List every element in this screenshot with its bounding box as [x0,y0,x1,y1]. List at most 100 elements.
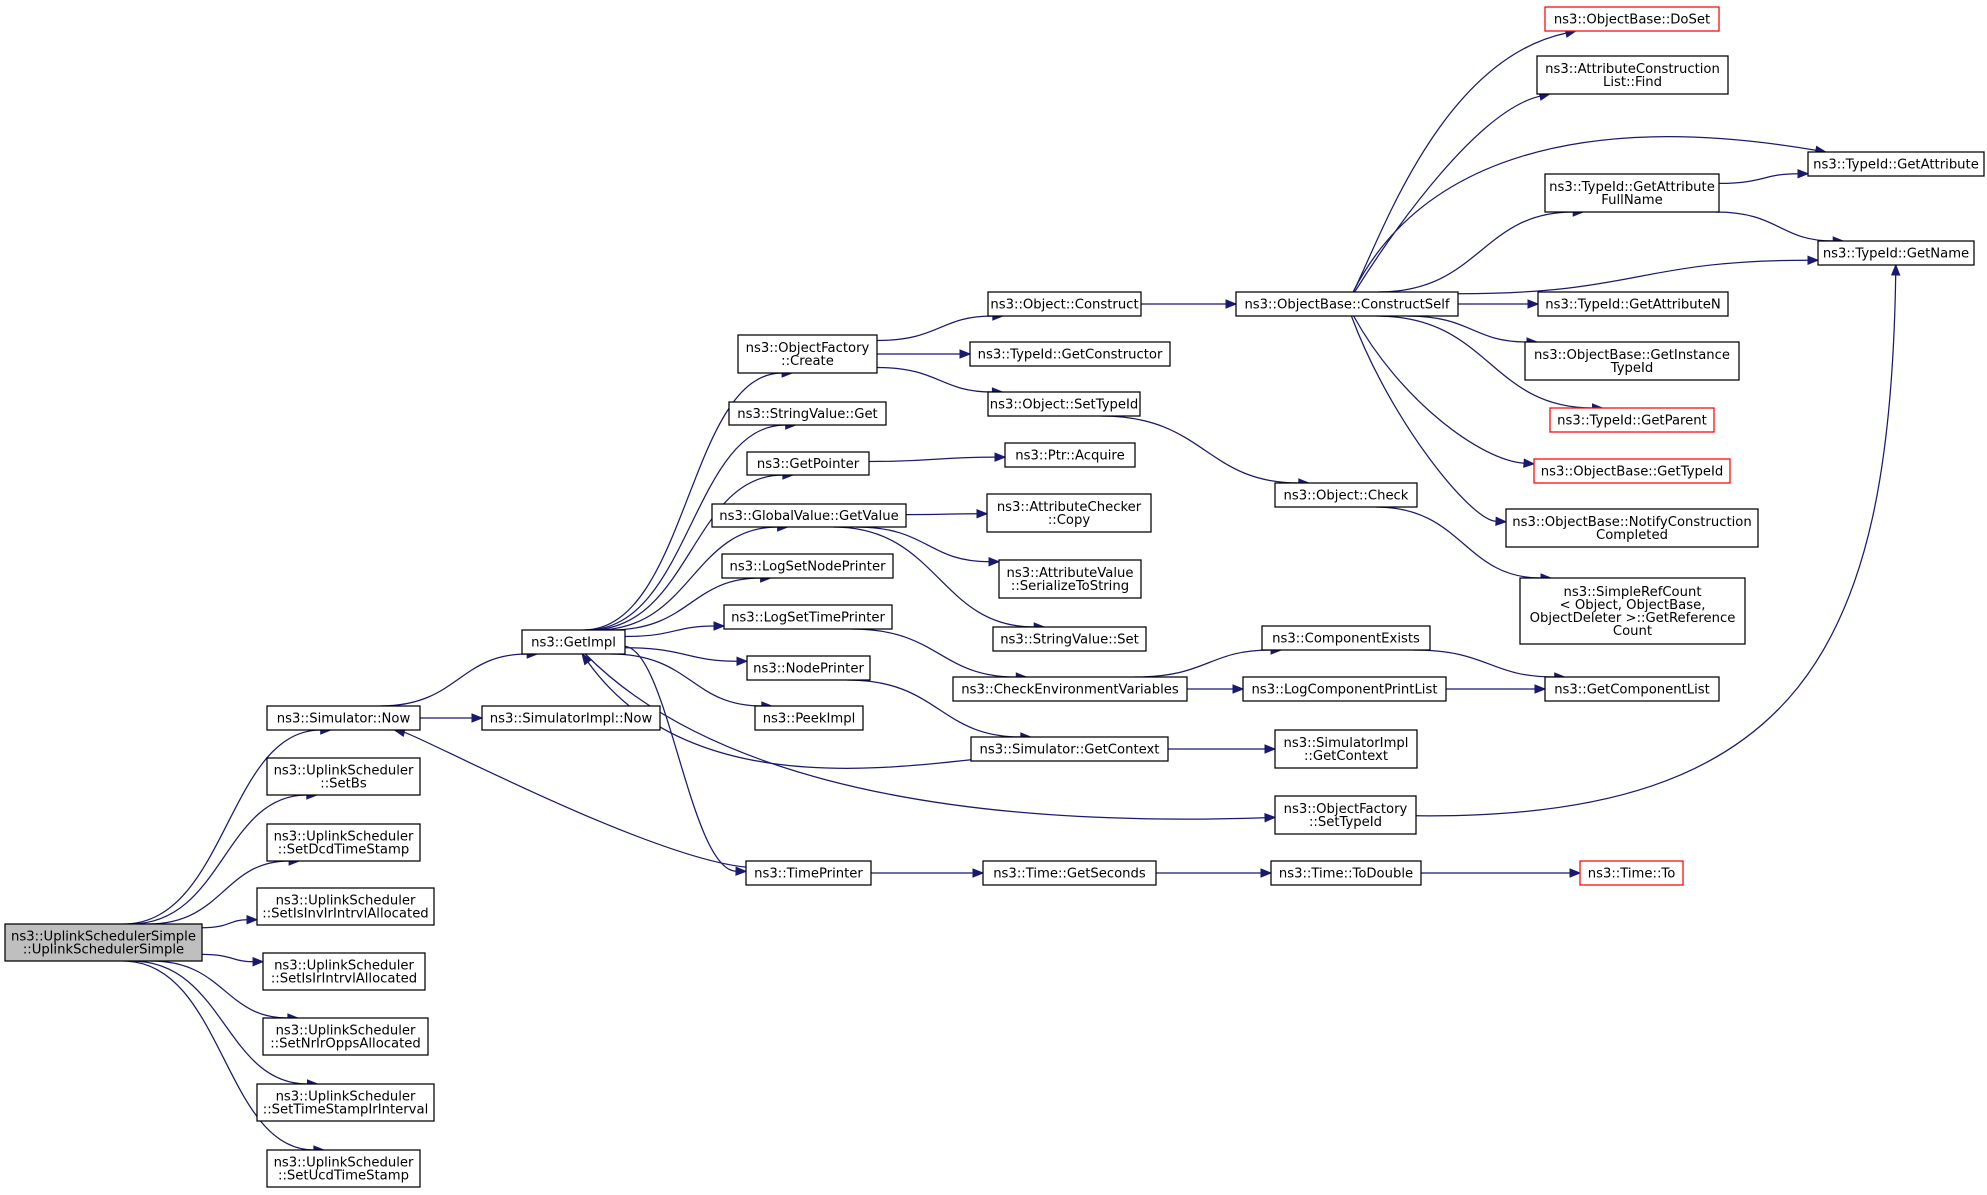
node-objSetTid[interactable]: ns3::Object::SetTypeId [987,391,1141,417]
node-getCompList[interactable]: ns3::GetComponentList [1544,676,1720,702]
node-objFactSetTid[interactable]: ns3::ObjectFactory::SetTypeId [1274,795,1417,835]
node-getImpl[interactable]: ns3::GetImpl [521,629,626,655]
node-label-line: ns3::UplinkScheduler [276,1090,416,1105]
node-label-line: ns3::Object::Check [1284,489,1409,504]
node-simImplNow[interactable]: ns3::SimulatorImpl::Now [481,705,661,731]
node-setBs[interactable]: ns3::UplinkScheduler::SetBs [266,757,421,796]
node-setDcd[interactable]: ns3::UplinkScheduler::SetDcdTimeStamp [266,823,421,862]
node-setTsIr[interactable]: ns3::UplinkScheduler::SetTimeStampIrInte… [256,1083,435,1122]
edge-root-to-setIsIr [201,953,265,967]
arrowhead [736,656,749,666]
node-tidGetName[interactable]: ns3::TypeId::GetName [1817,240,1975,266]
edge-line [624,625,715,638]
node-box [970,736,1169,762]
edge-line [1354,95,1541,293]
node-box [266,705,421,731]
node-label-line: < Object, ObjectBase, [1560,598,1706,613]
node-setUcd[interactable]: ns3::UplinkScheduler::SetUcdTimeStamp [266,1149,421,1188]
edge-line [379,653,528,707]
edge-line [876,315,993,342]
node-simImplGetCtx[interactable]: ns3::SimulatorImpl::GetContext [1274,729,1418,769]
arrowhead [1264,744,1277,754]
node-box [969,341,1171,367]
node-box [987,291,1142,317]
node-box [982,860,1157,886]
node-label-line: ns3::UplinkScheduler [276,894,416,909]
node-box [711,503,907,528]
node-label-line: ::Copy [1048,513,1091,528]
node-timeGetSec[interactable]: ns3::Time::GetSeconds [982,860,1157,886]
arrowhead [959,349,972,359]
node-tidGetAttrN[interactable]: ns3::TypeId::GetAttributeN [1537,291,1729,317]
node-label-line: ns3::TypeId::GetParent [1557,414,1707,429]
node-compExists[interactable]: ns3::ComponentExists [1261,625,1431,651]
edge-line [131,960,308,1085]
node-label-line: ::SetDcdTimeStamp [278,843,409,858]
node-simNow[interactable]: ns3::Simulator::Now [266,705,421,731]
arrowhead [1232,684,1245,694]
node-logSetNode[interactable]: ns3::LogSetNodePrinter [721,553,894,579]
arrowhead [1225,299,1238,309]
node-simpleRef[interactable]: ns3::SimpleRefCount< Object, ObjectBase,… [1519,577,1746,645]
node-timeTo[interactable]: ns3::Time::To [1579,860,1684,886]
node-box [998,559,1142,599]
node-obGetTid[interactable]: ns3::ObjectBase::GetTypeId [1533,458,1731,484]
node-objFactCreate[interactable]: ns3::ObjectFactory::Create [737,334,878,374]
node-setIsInv[interactable]: ns3::UplinkScheduler::SetIsInvIrIntrvlAl… [256,887,435,926]
node-attrChkCopy[interactable]: ns3::AttributeChecker::Copy [986,493,1152,533]
node-checkEnv[interactable]: ns3::CheckEnvironmentVariables [952,676,1188,702]
node-box [266,823,421,862]
node-tidGetParent[interactable]: ns3::TypeId::GetParent [1549,407,1715,433]
call-nodes: ns3::UplinkSchedulerSimple::UplinkSchedu… [4,6,1985,1188]
node-logCompPrint[interactable]: ns3::LogComponentPrintList [1242,676,1447,702]
node-label-line: FullName [1601,193,1662,208]
node-label-line: ns3::GetPointer [757,457,860,472]
node-simGetCtx[interactable]: ns3::Simulator::GetContext [970,736,1169,762]
node-nodePrinter[interactable]: ns3::NodePrinter [746,655,871,681]
node-box [1235,291,1459,317]
node-attrValSer[interactable]: ns3::AttributeValue::SerializeToString [998,559,1142,599]
node-getPointer[interactable]: ns3::GetPointer [746,451,870,476]
edge-line [589,474,783,631]
node-strValSet[interactable]: ns3::StringValue::Set [992,626,1147,652]
edge-line [151,960,288,1019]
node-setNrIr[interactable]: ns3::UplinkScheduler::SetNrIrOppsAllocat… [262,1017,429,1056]
node-timeToDouble[interactable]: ns3::Time::ToDouble [1270,860,1422,886]
node-obNotify[interactable]: ns3::ObjectBase::NotifyConstructionCompl… [1505,508,1759,548]
edge-obConstructSelf-to-obGetInstTid [1406,315,1539,347]
edge-line [610,577,761,631]
node-tidGetCtor[interactable]: ns3::TypeId::GetConstructor [969,341,1171,367]
edge-line [1406,315,1528,343]
node-label-line: ns3::UplinkScheduler [274,959,414,974]
node-logSetTime[interactable]: ns3::LogSetTimePrinter [723,604,893,630]
node-obDoSet[interactable]: ns3::ObjectBase::DoSet [1544,6,1720,32]
node-tidGetAttr[interactable]: ns3::TypeId::GetAttribute [1807,151,1985,177]
node-box [992,626,1147,652]
node-setIsIr[interactable]: ns3::UplinkScheduler::SetIsIrIntrvlAlloc… [262,952,426,991]
edge-line [1352,136,1817,293]
node-strValGet[interactable]: ns3::StringValue::Get [728,401,887,426]
node-label-line: ::Create [781,354,834,369]
node-objConstruct[interactable]: ns3::Object::Construct [987,291,1142,317]
node-gvGetValue[interactable]: ns3::GlobalValue::GetValue [711,503,907,528]
node-objCheck[interactable]: ns3::Object::Check [1274,482,1418,508]
edge-obConstructSelf-to-obGetTid [1353,315,1536,468]
node-box [1579,860,1684,886]
node-box [266,1149,421,1188]
node-obConstructSelf[interactable]: ns3::ObjectBase::ConstructSelf [1235,291,1459,317]
node-timePrinter[interactable]: ns3::TimePrinter [745,860,872,886]
node-label-line: ::SetTimeStampIrInterval [263,1103,428,1118]
node-peekImpl[interactable]: ns3::PeekImpl [754,705,864,731]
arrowhead [1523,458,1536,468]
arrowhead [471,713,484,723]
node-ptrAcquire[interactable]: ns3::Ptr::Acquire [1004,442,1136,468]
edge-line [1413,649,1555,678]
edge-line [851,628,1017,678]
arrowhead [988,556,1001,567]
edge-objFactCreate-to-tidGetCtor [876,349,972,359]
arrowhead [246,914,259,925]
arrowhead [994,452,1007,462]
